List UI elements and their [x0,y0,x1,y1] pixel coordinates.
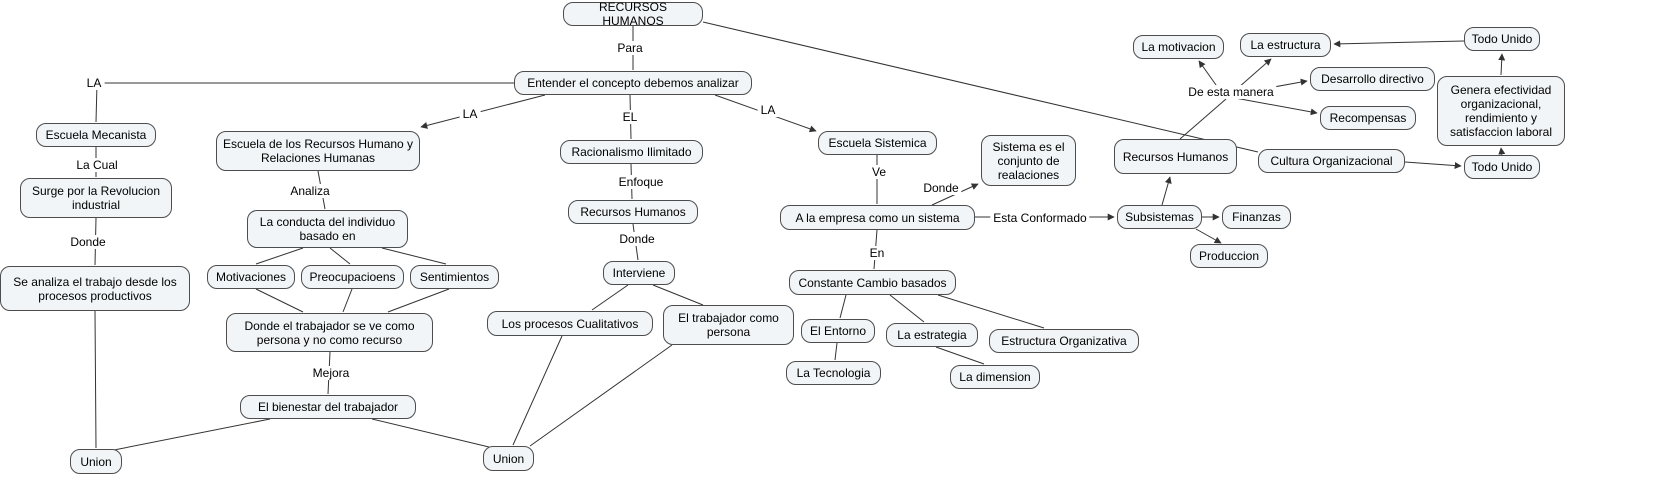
node-trabajador-como-persona[interactable]: El trabajador como persona [663,305,794,345]
edge-preocupaciones-trabajador [342,288,353,313]
node-la-estrategia[interactable]: La estrategia [886,323,978,347]
edge-constante-entorno [839,294,847,319]
edge-todounidobottom-genera [1498,147,1506,157]
node-recursos-humanos-subsistema[interactable]: Recursos Humanos [1114,139,1237,174]
edge-seanaliza-unionleft [94,310,97,449]
node-motivaciones[interactable]: Motivaciones [207,265,295,289]
node-genera-efectividad[interactable]: Genera efectividad organizacional, rendi… [1437,76,1565,146]
edge-estrategia-dimension [935,346,985,365]
link-label-la-right: LA [757,103,779,117]
edge-entender-escuela-rrhh [420,94,546,129]
link-label-para: Para [614,41,646,55]
node-racionalismo-ilimitado[interactable]: Racionalismo Ilimitado [560,140,703,164]
edge-motivaciones-trabajador [255,288,304,313]
node-todo-unido-bottom[interactable]: Todo Unido [1464,155,1540,179]
link-label-la-left: LA [83,76,105,90]
link-label-mejora: Mejora [309,366,353,380]
edge-root-cultura [702,21,1259,153]
edge-bienestar-unionleft [113,418,271,451]
node-procesos-cualitativos[interactable]: Los procesos Cualitativos [487,311,653,336]
node-surge-revolucion[interactable]: Surge por la Revolucion industrial [20,178,172,218]
edge-interviene-procesos [591,284,629,311]
link-label-en: En [866,246,888,260]
node-finanzas[interactable]: Finanzas [1222,205,1291,229]
link-label-el: EL [619,110,641,124]
node-se-analiza-trabajo[interactable]: Se analiza el trabajo desde los procesos… [0,266,190,311]
link-label-analiza: Analiza [287,184,333,198]
node-conducta-individuo[interactable]: La conducta del individuo basado en [247,210,408,248]
node-cultura-organizacional[interactable]: Cultura Organizacional [1258,149,1405,173]
node-union-center[interactable]: Union [483,446,534,471]
link-label-de-esta-manera: De esta manera [1185,85,1277,99]
link-label-donde-right: Donde [920,181,962,195]
edge-constante-estrategia [889,294,925,323]
edge-entorno-tecnologia [834,342,838,361]
node-escuela-mecanista[interactable]: Escuela Mecanista [36,123,156,147]
node-todo-unido-top[interactable]: Todo Unido [1464,27,1540,51]
link-label-enfoque: Enfoque [615,175,667,189]
node-entender-concepto[interactable]: Entender el concepto debemos analizar [514,71,752,95]
node-escuela-sistemica[interactable]: Escuela Sistemica [818,131,937,155]
node-recursos-humanos-root[interactable]: RECURSOS HUMANOS [563,0,703,28]
edge-junction-recompensas [1234,97,1318,116]
node-desarrollo-directivo[interactable]: Desarrollo directivo [1310,67,1435,91]
node-subsistemas[interactable]: Subsistemas [1117,205,1202,229]
node-preocupaciones[interactable]: Preocupacioens [301,265,404,289]
edge-genera-todounidotop [1498,53,1506,76]
node-la-tecnologia[interactable]: La Tecnologia [786,361,881,385]
edge-sentimientos-trabajador [387,288,450,313]
node-sentimientos[interactable]: Sentimientos [410,265,499,289]
edge-trabajadorpersona-unioncenter [529,344,673,447]
link-label-la-mid: LA [459,107,481,121]
node-union-left[interactable]: Union [70,449,122,474]
edge-constante-estructuraorg [937,294,1045,329]
link-label-donde-center: Donde [616,232,658,246]
node-la-dimension[interactable]: La dimension [950,365,1040,389]
node-escuela-recursos-humanos[interactable]: Escuela de los Recursos Humano y Relacio… [216,131,420,171]
link-label-la-cual: La Cual [73,158,121,172]
node-constante-cambio[interactable]: Constante Cambio basados [789,270,956,295]
link-label-ve: Ve [868,165,890,179]
edge-todounidotop-estructura [1333,40,1465,48]
node-estructura-organizativa[interactable]: Estructura Organizativa [989,329,1139,353]
node-el-entorno[interactable]: El Entorno [801,319,875,343]
edge-subsistemas-rrhhsub [1161,176,1172,206]
edge-cultura-todounidobottom [1404,161,1462,170]
node-bienestar-trabajador[interactable]: El bienestar del trabajador [240,395,416,419]
node-produccion[interactable]: Produccion [1190,244,1268,268]
edge-conducta-preocupaciones [329,247,351,265]
node-la-motivacion[interactable]: La motivacion [1133,35,1224,59]
node-recompensas[interactable]: Recompensas [1320,106,1416,130]
node-recursos-humanos-centro[interactable]: Recursos Humanos [568,200,698,224]
edge-rrhhsub-junction [1179,98,1227,140]
node-la-estructura[interactable]: La estructura [1240,33,1331,57]
edge-subsistemas-produccion [1195,228,1222,244]
link-label-esta-conformado: Esta Conformado [990,211,1090,225]
node-sistema-conjunto-relaciones[interactable]: Sistema es el conjunto de realaciones [981,135,1076,186]
edge-conducta-motivaciones [255,247,304,265]
edge-entender-mecanista [95,82,514,123]
node-trabajador-persona-no-recurso[interactable]: Donde el trabajador se ve como persona y… [226,313,433,352]
edge-procesos-unioncenter [512,335,563,446]
node-interviene[interactable]: Interviene [603,261,675,285]
link-label-donde-left: Donde [67,235,109,249]
edge-interviene-trabajadorpersona [652,284,704,306]
node-empresa-como-sistema[interactable]: A la empresa como un sistema [780,205,975,230]
edge-conducta-sentimientos [381,247,447,265]
edge-bienestar-unioncenter [371,418,490,448]
